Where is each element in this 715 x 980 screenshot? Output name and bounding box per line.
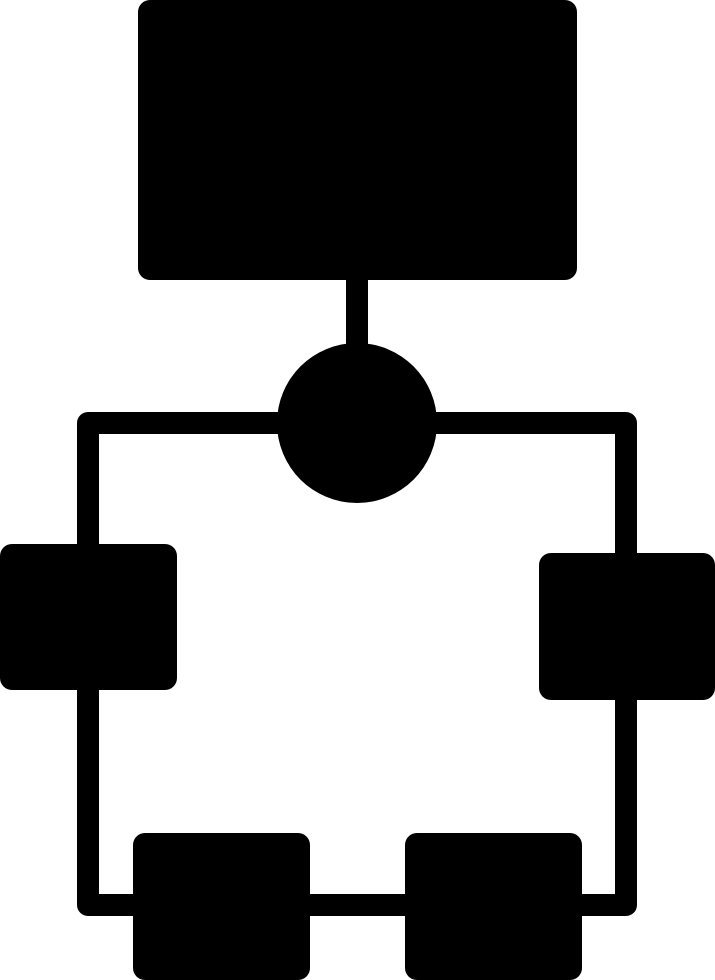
hub-node-circle [277, 343, 437, 503]
top-main-block [138, 0, 577, 280]
connector-loop [77, 412, 637, 916]
bottom-left-node-block [133, 833, 310, 980]
right-node-block [539, 553, 715, 700]
bottom-right-node-block [405, 833, 582, 980]
left-node-block [0, 544, 177, 690]
